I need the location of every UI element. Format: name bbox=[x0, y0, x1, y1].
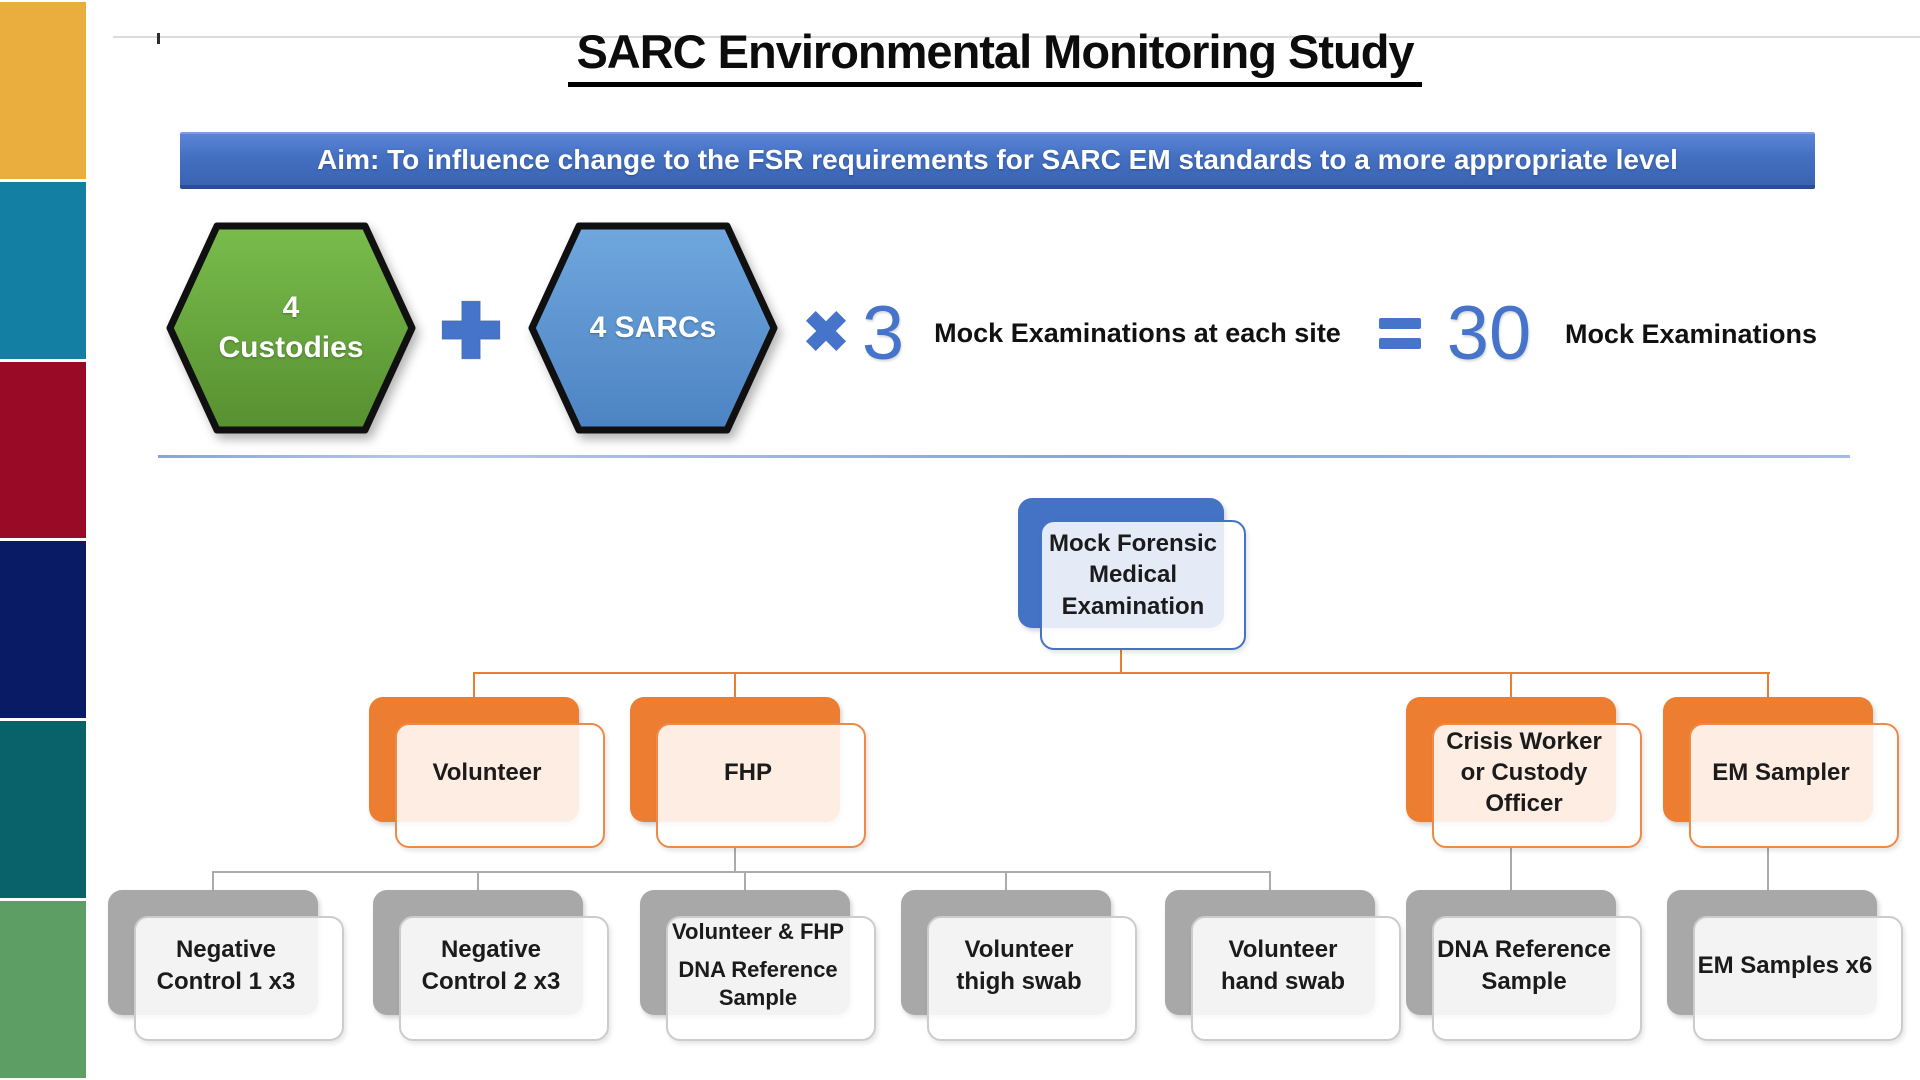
sidebar-color-strip bbox=[0, 2, 86, 1078]
org-node-negative-control-1: Negative Control 1 x3 bbox=[108, 890, 344, 1041]
connector-orange-rail bbox=[474, 672, 1770, 674]
page-title: SARC Environmental Monitoring Study bbox=[568, 24, 1422, 87]
connector-drop-em-sampler bbox=[1767, 672, 1769, 698]
multiplier-number: 3 bbox=[861, 291, 905, 376]
org-node-negative-control-2: Negative Control 2 x3 bbox=[373, 890, 609, 1041]
hexagon-custodies-shape bbox=[166, 222, 416, 434]
org-node-volunteer-hand-swab: Volunteer hand swab bbox=[1165, 890, 1401, 1041]
org-node-volunteer-fhp-dna-label: Volunteer & FHP DNA Reference Sample bbox=[672, 919, 844, 1011]
org-node-root: Mock Forensic Medical Examination bbox=[1018, 498, 1246, 650]
org-node-root-label: Mock Forensic Medical Examination bbox=[1048, 530, 1218, 620]
org-node-volunteer-thigh-swab-label: Volunteer thigh swab bbox=[956, 936, 1082, 995]
org-node-volunteer: Volunteer bbox=[369, 697, 605, 848]
hexagon-sarcs-line1: 4 SARCs bbox=[589, 310, 717, 344]
org-node-root-card: Mock Forensic Medical Examination bbox=[1040, 520, 1246, 650]
hexagon-sarcs: 4 SARCs bbox=[528, 222, 778, 434]
hexagon-sarcs-label: 4 SARCs bbox=[528, 222, 778, 434]
org-node-crisis-worker-label: Crisis Worker or Custody Officer bbox=[1446, 727, 1602, 818]
org-node-em-samples: EM Samples x6 bbox=[1667, 890, 1903, 1041]
slide-top-border bbox=[113, 36, 1920, 38]
connector-drop-neg2 bbox=[477, 871, 479, 892]
connector-fhp-down bbox=[734, 847, 736, 872]
result-number: 30 bbox=[1446, 291, 1532, 376]
org-node-fhp-label: FHP bbox=[724, 758, 772, 786]
org-node-negative-control-2-label: Negative Control 2 x3 bbox=[421, 936, 561, 995]
aim-banner: Aim: To influence change to the FSR requ… bbox=[180, 132, 1815, 189]
org-node-em-sampler: EM Sampler bbox=[1663, 697, 1899, 848]
connector-drop-fhp bbox=[734, 672, 736, 698]
org-node-crisis-worker: Crisis Worker or Custody Officer bbox=[1406, 697, 1642, 848]
equals-operator-icon bbox=[1379, 318, 1421, 358]
hexagon-custodies-line1: 4 bbox=[282, 290, 300, 324]
sidebar-swatch-1 bbox=[0, 2, 86, 179]
org-node-dna-reference-sample: DNA Reference Sample bbox=[1406, 890, 1642, 1041]
hexagon-custodies-label: 4 Custodies bbox=[166, 222, 416, 434]
connector-drop-neg1 bbox=[212, 871, 214, 892]
sidebar-swatch-4 bbox=[0, 541, 86, 719]
connector-em-down bbox=[1767, 847, 1769, 892]
equals-bar-bottom bbox=[1379, 338, 1421, 349]
connector-root-drop bbox=[1120, 650, 1122, 673]
org-node-dna-reference-sample-label: DNA Reference Sample bbox=[1437, 936, 1611, 995]
hexagon-sarcs-shape bbox=[528, 222, 778, 434]
section-divider-line bbox=[158, 455, 1850, 458]
org-node-em-sampler-label: EM Sampler bbox=[1712, 758, 1850, 786]
hexagon-custodies-line2: Custodies bbox=[218, 331, 364, 364]
connector-gray-rail bbox=[213, 871, 1271, 873]
text-cursor-artifact bbox=[157, 33, 160, 44]
connector-drop-crisis bbox=[1510, 672, 1512, 698]
connector-crisis-down bbox=[1510, 847, 1512, 892]
hexagon-custodies: 4 Custodies bbox=[166, 222, 416, 434]
connector-drop-thigh bbox=[1005, 871, 1007, 892]
equals-bar-top bbox=[1379, 318, 1421, 329]
title-container: SARC Environmental Monitoring Study bbox=[70, 24, 1920, 87]
org-node-negative-control-1-label: Negative Control 1 x3 bbox=[156, 936, 296, 995]
org-node-em-samples-label: EM Samples x6 bbox=[1697, 951, 1873, 979]
plus-operator-icon bbox=[441, 300, 501, 360]
org-node-fhp: FHP bbox=[630, 697, 866, 848]
sidebar-swatch-5 bbox=[0, 721, 86, 899]
sidebar-swatch-2 bbox=[0, 181, 86, 359]
org-node-volunteer-thigh-swab: Volunteer thigh swab bbox=[901, 890, 1137, 1041]
connector-drop-hand bbox=[1269, 871, 1271, 892]
sidebar-swatch-6 bbox=[0, 901, 86, 1078]
org-node-volunteer-label: Volunteer bbox=[432, 758, 542, 786]
multiplier-label: Mock Examinations at each site bbox=[934, 318, 1341, 348]
multiply-operator-icon bbox=[805, 310, 847, 352]
org-node-volunteer-hand-swab-label: Volunteer hand swab bbox=[1220, 936, 1346, 995]
sidebar-swatch-3 bbox=[0, 361, 86, 539]
result-label: Mock Examinations bbox=[1564, 319, 1818, 349]
org-node-volunteer-fhp-dna: Volunteer & FHP DNA Reference Sample bbox=[640, 890, 876, 1041]
connector-drop-volunteer bbox=[473, 672, 475, 698]
connector-drop-volfhp bbox=[744, 871, 746, 892]
